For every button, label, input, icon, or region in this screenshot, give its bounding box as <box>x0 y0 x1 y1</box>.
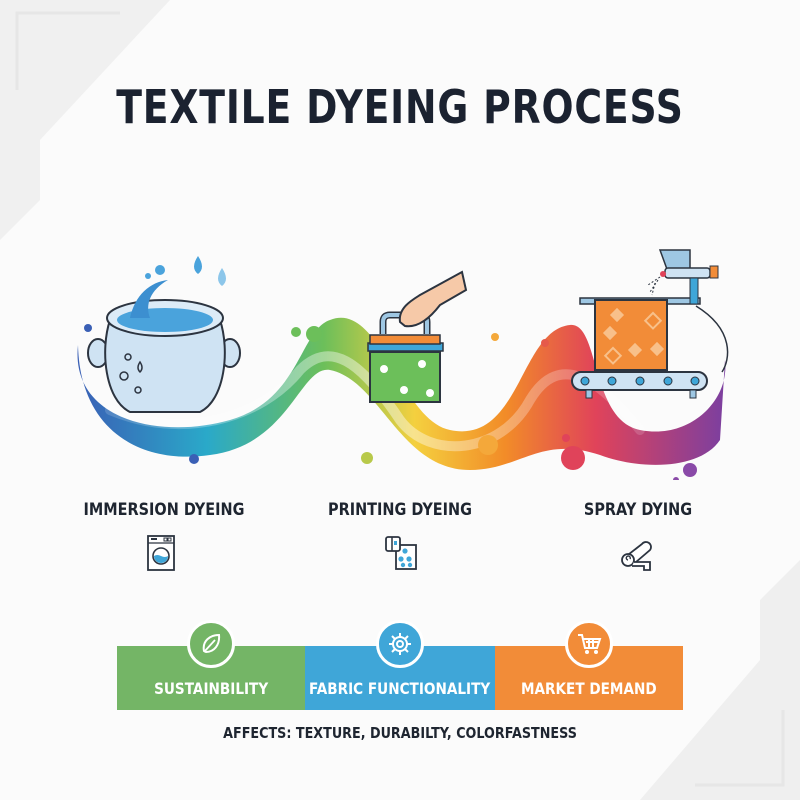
affects-footnote: AFFECTS: TEXTURE, DURABILTY, COLORFASTNE… <box>223 724 577 742</box>
leaf-icon <box>187 620 235 668</box>
method-label-printing: PRINTING DYEING <box>327 500 473 520</box>
factor-label: FABRIC FUNCTIONALITY <box>309 679 491 698</box>
factor-label: SUSTAINBILITY <box>153 679 269 698</box>
dye-pot-illustration <box>87 256 241 413</box>
gear-icon <box>376 620 424 668</box>
shopping-cart-icon <box>565 620 613 668</box>
washing-machine-icon <box>147 535 175 571</box>
print-pattern-icon <box>385 536 417 570</box>
block-print-stamp-illustration <box>367 270 468 403</box>
factor-fabric-functionality: FABRIC FUNCTIONALITY <box>305 620 495 710</box>
method-label-immersion: IMMERSION DYEING <box>83 500 245 520</box>
factor-label: MARKET DEMAND <box>521 679 657 698</box>
page-title: TEXTILE DYEING PROCESS <box>116 80 684 134</box>
spray-gun-conveyor-illustration <box>571 249 729 399</box>
factors-bar: SUSTAINBILITY FABRIC FUNCTIONALITY <box>117 620 683 710</box>
factor-market-demand: MARKET DEMAND <box>495 620 683 710</box>
fabric-roll-icon <box>621 541 652 571</box>
dye-wave-illustration <box>77 249 729 480</box>
method-label-spray: SPRAY DYING <box>583 500 693 520</box>
factor-sustainability: SUSTAINBILITY <box>117 620 305 710</box>
